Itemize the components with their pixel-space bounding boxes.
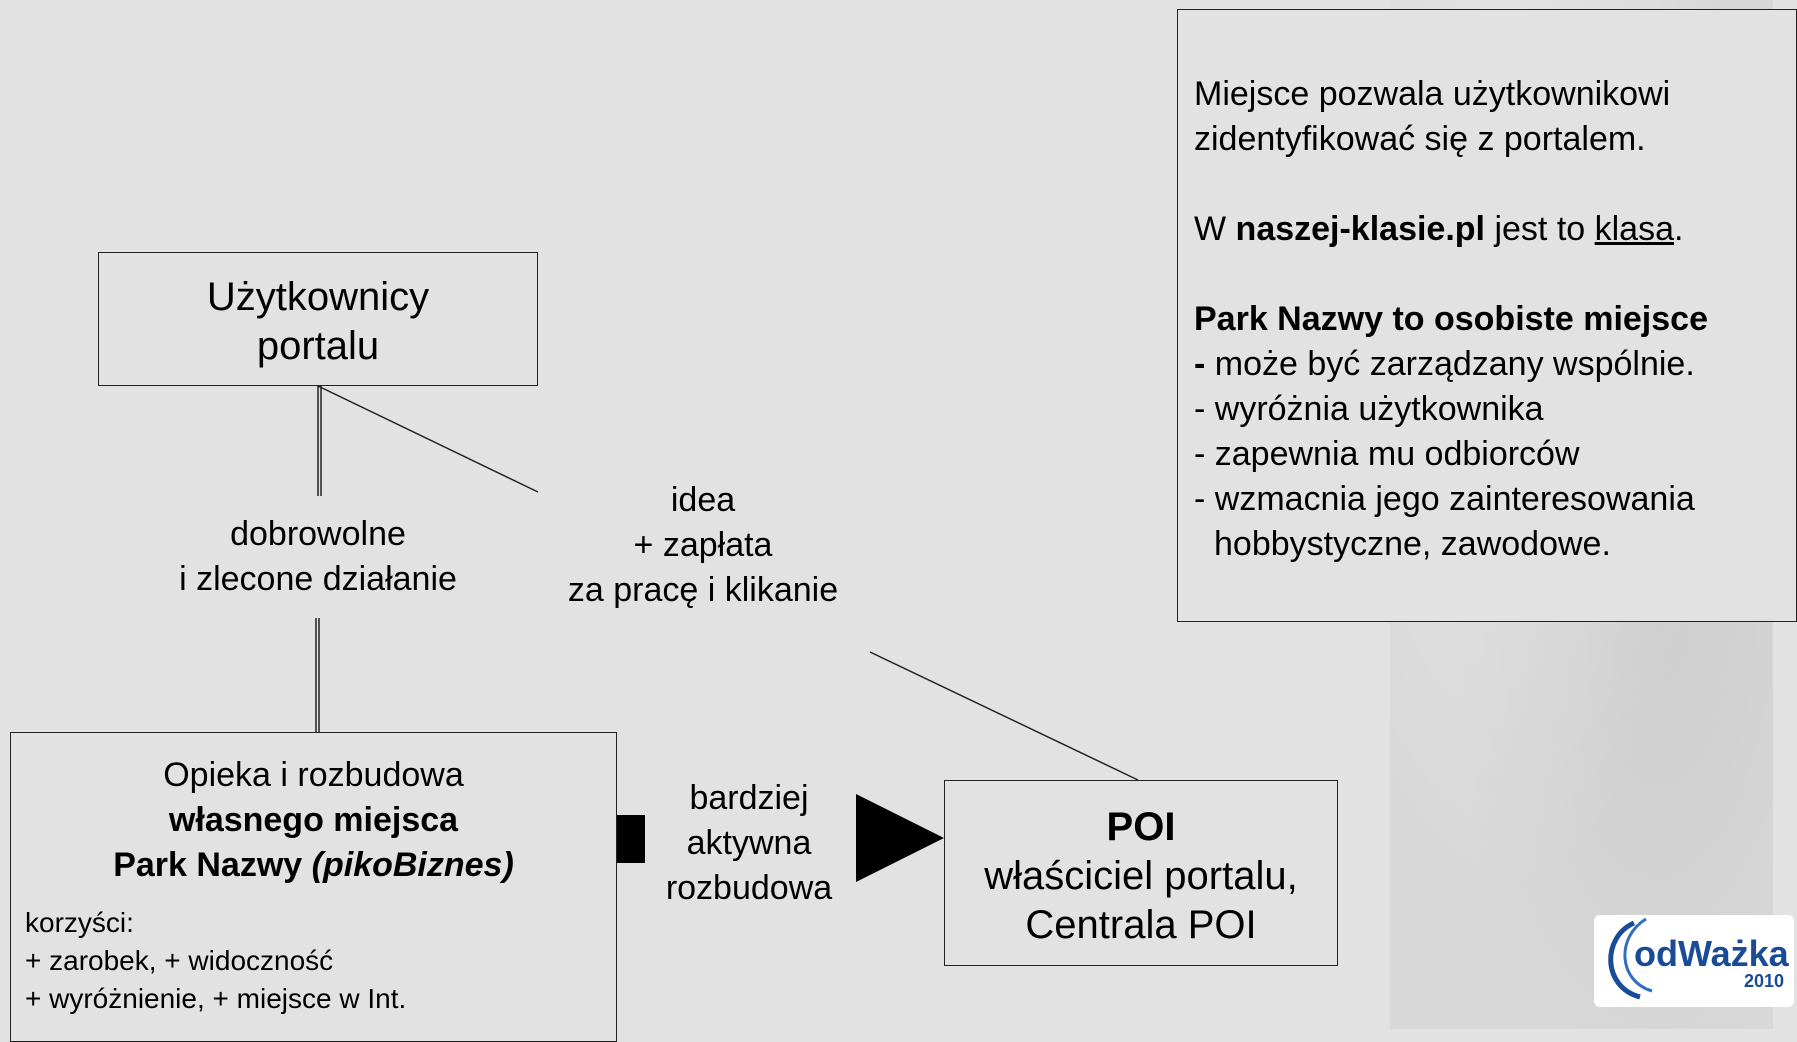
label-idea-line2: + zapłata — [633, 526, 773, 564]
info-item1-text: może być zarządzany wspólnie. — [1205, 345, 1695, 383]
benefits-list: korzyści: + zarobek, + widoczność + wyró… — [11, 904, 616, 1018]
info-p2-suffix: . — [1674, 210, 1684, 248]
label-active-line1: bardziej — [689, 779, 809, 817]
label-idea: idea + zapłata za pracę i klikanie — [540, 478, 866, 613]
connector-lines — [315, 385, 1139, 882]
info-p3-heading: Park Nazwy to osobiste miejsce — [1194, 300, 1708, 338]
info-p2-mid: jest to — [1485, 210, 1595, 248]
label-active: bardziej aktywna rozbudowa — [648, 776, 850, 911]
info-p2-klasa: klasa — [1594, 210, 1674, 248]
label-active-line2: aktywna — [686, 824, 812, 862]
logo-year: 2010 — [1744, 971, 1785, 991]
users-box-line1: Użytkownicy — [206, 275, 430, 319]
connector-idea-to-poi — [869, 651, 1139, 781]
info-p1-line1: Miejsce pozwala użytkownikowi — [1194, 75, 1671, 113]
arrow-head-to-poi — [856, 794, 944, 882]
info-p1-line2: zidentyfikować się z portalem. — [1194, 120, 1646, 158]
benefit-item: + wyróżnienie, + miejsce w Int. — [25, 983, 407, 1014]
odwazka-logo: odWażka 2010 — [1594, 915, 1794, 1007]
users-box-line2: portalu — [256, 324, 380, 368]
logo-text: odWażka — [1634, 933, 1789, 974]
benefits-title: korzyści: — [25, 907, 134, 938]
park-box-line2: własnego miejsca — [168, 801, 459, 839]
info-item4-cont: hobbystyczne, zawodowe. — [1214, 525, 1611, 563]
poi-line2: właściciel portalu, — [984, 854, 1298, 898]
park-box-line1: Opieka i rozbudowa — [163, 756, 464, 794]
info-p2-site: naszej-klasie.pl — [1235, 210, 1486, 248]
poi-title: POI — [1106, 805, 1176, 849]
park-box: Opieka i rozbudowa własnego miejsca Park… — [10, 732, 617, 1042]
benefit-item: + zarobek, + widoczność — [25, 945, 334, 976]
poi-line3: Centrala POI — [1025, 903, 1257, 947]
park-box-line3: Park Nazwy (pikoBiznes) — [11, 843, 616, 888]
logo-swoosh-icon — [1608, 917, 1653, 1000]
info-p2: W naszej-klasie.pl jest to klasa. — [1194, 207, 1796, 252]
info-box: Miejsce pozwala użytkownikowi zidentyfik… — [1177, 9, 1797, 622]
poi-box: POI właściciel portalu, Centrala POI — [944, 780, 1338, 966]
info-item2: - wyróżnia użytkownika — [1194, 390, 1544, 428]
label-voluntary-line2: i zlecone działanie — [179, 560, 457, 598]
label-idea-line3: za pracę i klikanie — [567, 571, 839, 609]
piko-biznes-text: (pikoBiznes) — [311, 846, 514, 884]
info-p2-prefix: W — [1194, 210, 1236, 248]
label-voluntary-line1: dobrowolne — [230, 515, 406, 553]
label-voluntary: dobrowolne i zlecone działanie — [140, 512, 496, 602]
label-idea-line1: idea — [670, 481, 736, 519]
arrow-tail-square — [617, 815, 645, 863]
users-box: Użytkownicy portalu — [98, 252, 538, 386]
info-item3: - zapewnia mu odbiorców — [1194, 435, 1580, 473]
label-active-line3: rozbudowa — [665, 869, 833, 907]
info-item4: - wzmacnia jego zainteresowania — [1194, 480, 1695, 518]
info-item1: - może być zarządzany wspólnie. — [1194, 342, 1796, 387]
connector-users-to-idea — [317, 385, 539, 493]
park-name-text: Park Nazwy — [113, 846, 312, 884]
info-item1-dash: - — [1194, 345, 1206, 383]
